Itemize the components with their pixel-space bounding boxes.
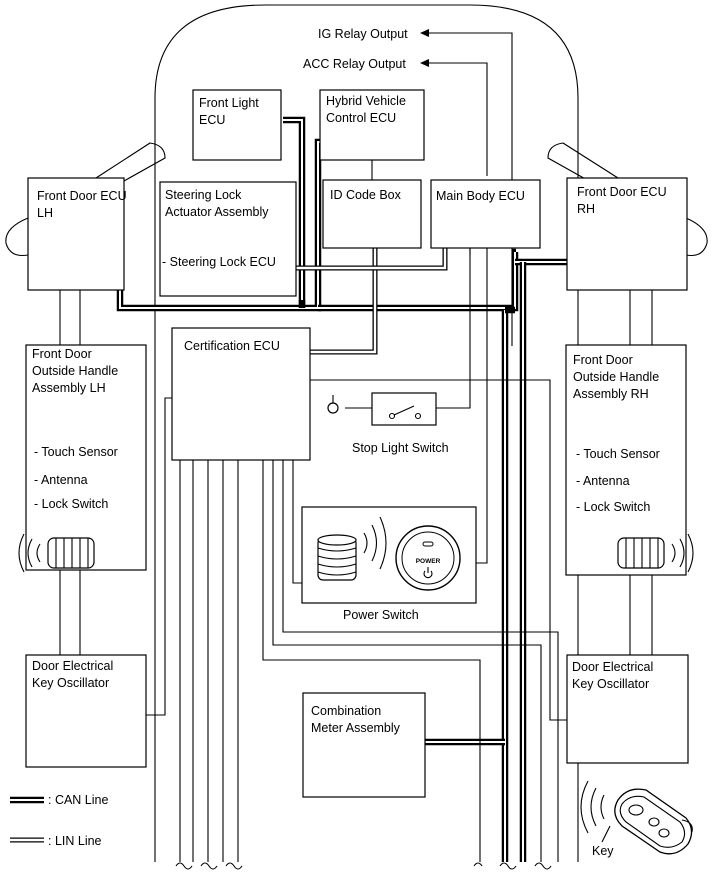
combination-meter-line2: Meter Assembly	[311, 721, 401, 735]
front-door-ecu-rh-box	[566, 177, 688, 291]
break-marks	[175, 862, 552, 870]
power-switch-label: Power Switch	[343, 608, 419, 622]
id-code-box	[322, 179, 422, 249]
handle-lh-item-lock: - Lock Switch	[34, 497, 108, 511]
front-light-ecu-line1: Front Light	[199, 96, 259, 110]
mirror-left	[5, 217, 29, 257]
antenna-coil-rh-icon	[617, 533, 694, 573]
certification-ecu-box	[171, 327, 311, 461]
front-door-ecu-lh-box	[27, 177, 125, 291]
key-oscillator-rh-box	[566, 654, 689, 764]
front-door-ecu-rh-line2: RH	[577, 202, 595, 216]
legend-can-label: : CAN Line	[48, 793, 108, 807]
hybrid-vehicle-control-ecu-box	[319, 89, 425, 161]
front-door-ecu-lh-line2: LH	[37, 206, 53, 220]
main-body-ecu-label: Main Body ECU	[436, 189, 525, 203]
certification-ecu-label: Certification ECU	[184, 339, 280, 353]
handle-rh-line1: Front Door	[573, 353, 633, 367]
steering-lock-actuator-box	[159, 181, 297, 297]
power-coil-icon	[317, 516, 387, 581]
hybrid-ecu-line2: Control ECU	[326, 111, 396, 125]
handle-lh-line1: Front Door	[32, 347, 92, 361]
legend-lin-label: : LIN Line	[48, 834, 102, 848]
handle-rh-item-touch: - Touch Sensor	[576, 447, 660, 461]
steering-lock-line1: Steering Lock	[165, 188, 242, 202]
key-fob-icon	[580, 780, 693, 855]
handle-lh-item-antenna: - Antenna	[34, 473, 88, 487]
key-oscillator-rh-line1: Door Electrical	[572, 660, 653, 674]
vehicle-outline	[154, 4, 579, 862]
acc-relay-label: ACC Relay Output	[303, 57, 406, 71]
front-light-ecu-line2: ECU	[199, 113, 225, 127]
combination-meter-line1: Combination	[311, 704, 381, 718]
id-code-box-label: ID Code Box	[330, 188, 402, 202]
front-light-ecu-box	[192, 89, 282, 161]
main-body-ecu-box	[430, 179, 541, 249]
handle-rh-item-lock: - Lock Switch	[576, 500, 650, 514]
key-label: Key	[592, 844, 614, 858]
handle-lh-line2: Outside Handle	[32, 364, 118, 378]
key-oscillator-rh-line2: Key Oscillator	[572, 677, 649, 691]
key-oscillator-lh-line1: Door Electrical	[32, 659, 113, 673]
handle-rh-line3: Assembly RH	[573, 387, 649, 401]
power-button-text: POWER	[416, 558, 441, 565]
key-oscillator-lh-line2: Key Oscillator	[32, 676, 109, 690]
key-oscillator-lh-box	[25, 654, 147, 768]
front-door-ecu-rh-line1: Front Door ECU	[577, 185, 667, 199]
ig-relay-arrow	[420, 29, 429, 37]
power-button-icon: POWER	[395, 525, 461, 591]
switch-contact-icon	[388, 405, 422, 420]
front-door-ecu-lh-line1: Front Door ECU	[37, 189, 127, 203]
handle-rh-item-antenna: - Antenna	[576, 474, 630, 488]
stop-light-switch-label: Stop Light Switch	[352, 441, 449, 455]
steering-lock-line2: Actuator Assembly	[165, 205, 269, 219]
mirror-left-upper	[95, 142, 166, 182]
handle-assembly-rh-box	[565, 344, 687, 576]
antenna-coil-lh-icon	[18, 533, 95, 573]
signal-wires	[59, 160, 653, 862]
handle-rh-line2: Outside Handle	[573, 370, 659, 384]
handle-assembly-lh-box	[25, 344, 147, 571]
ig-relay-label: IG Relay Output	[318, 27, 408, 41]
hybrid-ecu-line1: Hybrid Vehicle	[326, 94, 406, 108]
mirror-right-upper	[547, 142, 619, 182]
lin-bus	[292, 248, 448, 355]
combination-meter-box	[302, 692, 426, 798]
steering-lock-ecu-label: - Steering Lock ECU	[162, 255, 276, 269]
ground-terminal-icon	[327, 402, 339, 414]
acc-relay-line	[426, 62, 488, 176]
handle-lh-item-touch: - Touch Sensor	[34, 445, 118, 459]
stop-light-switch-box	[371, 392, 437, 426]
mirror-right	[685, 217, 708, 257]
acc-relay-arrow	[420, 59, 429, 67]
handle-lh-line3: Assembly LH	[32, 381, 106, 395]
